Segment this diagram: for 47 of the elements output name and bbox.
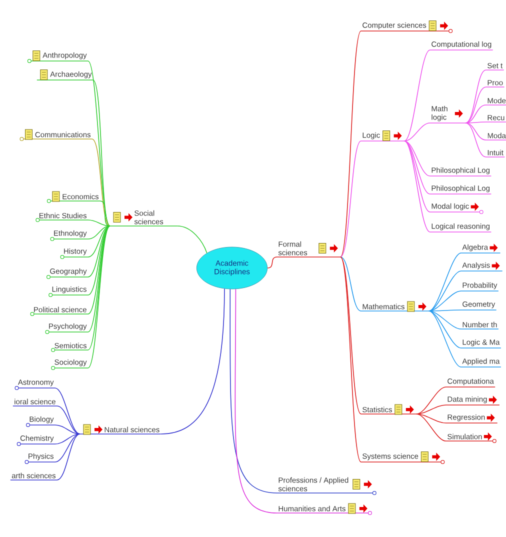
branch-line	[340, 256, 362, 414]
branch-line	[428, 310, 462, 330]
branch-line	[56, 406, 80, 434]
branch-line	[88, 226, 110, 258]
branch-line	[88, 226, 110, 314]
branch-line	[404, 140, 430, 194]
branch-line	[428, 290, 462, 312]
branch-line	[100, 200, 110, 226]
branch-line	[54, 434, 80, 462]
branch-line	[465, 122, 486, 158]
branch-line	[340, 256, 362, 312]
branch-line	[416, 386, 446, 414]
branch-line	[54, 424, 80, 434]
branch-line	[428, 310, 462, 368]
branch-line	[416, 414, 446, 424]
branch-line	[404, 122, 430, 142]
branch-line	[428, 252, 462, 312]
branch-line	[428, 310, 462, 312]
branch-line	[404, 50, 430, 142]
branch-line	[428, 270, 462, 312]
branch-line	[465, 122, 486, 140]
branch-line	[340, 140, 362, 258]
branch-line	[428, 310, 462, 348]
branch-line	[88, 226, 110, 296]
branch-line	[177, 226, 208, 254]
branch-line	[416, 404, 446, 414]
branch-line	[92, 80, 110, 226]
branch-line	[234, 288, 278, 514]
branch-line	[340, 256, 362, 462]
branch-line	[230, 288, 278, 494]
branch-line	[340, 30, 362, 258]
branch-line	[416, 414, 446, 442]
branch-line	[465, 86, 486, 124]
branch-line	[160, 288, 225, 434]
branch-line	[88, 226, 110, 240]
branch-line	[54, 434, 80, 444]
branch-line	[465, 70, 486, 124]
branch-line	[56, 434, 80, 480]
branch-line	[465, 122, 486, 124]
branch-line	[92, 138, 110, 226]
branch-line	[267, 256, 278, 268]
branch-line	[404, 140, 430, 212]
branch-line	[465, 104, 486, 124]
branch-line	[88, 226, 110, 278]
branch-line	[54, 388, 80, 434]
branch-line	[88, 220, 110, 226]
branch-line	[404, 140, 430, 232]
